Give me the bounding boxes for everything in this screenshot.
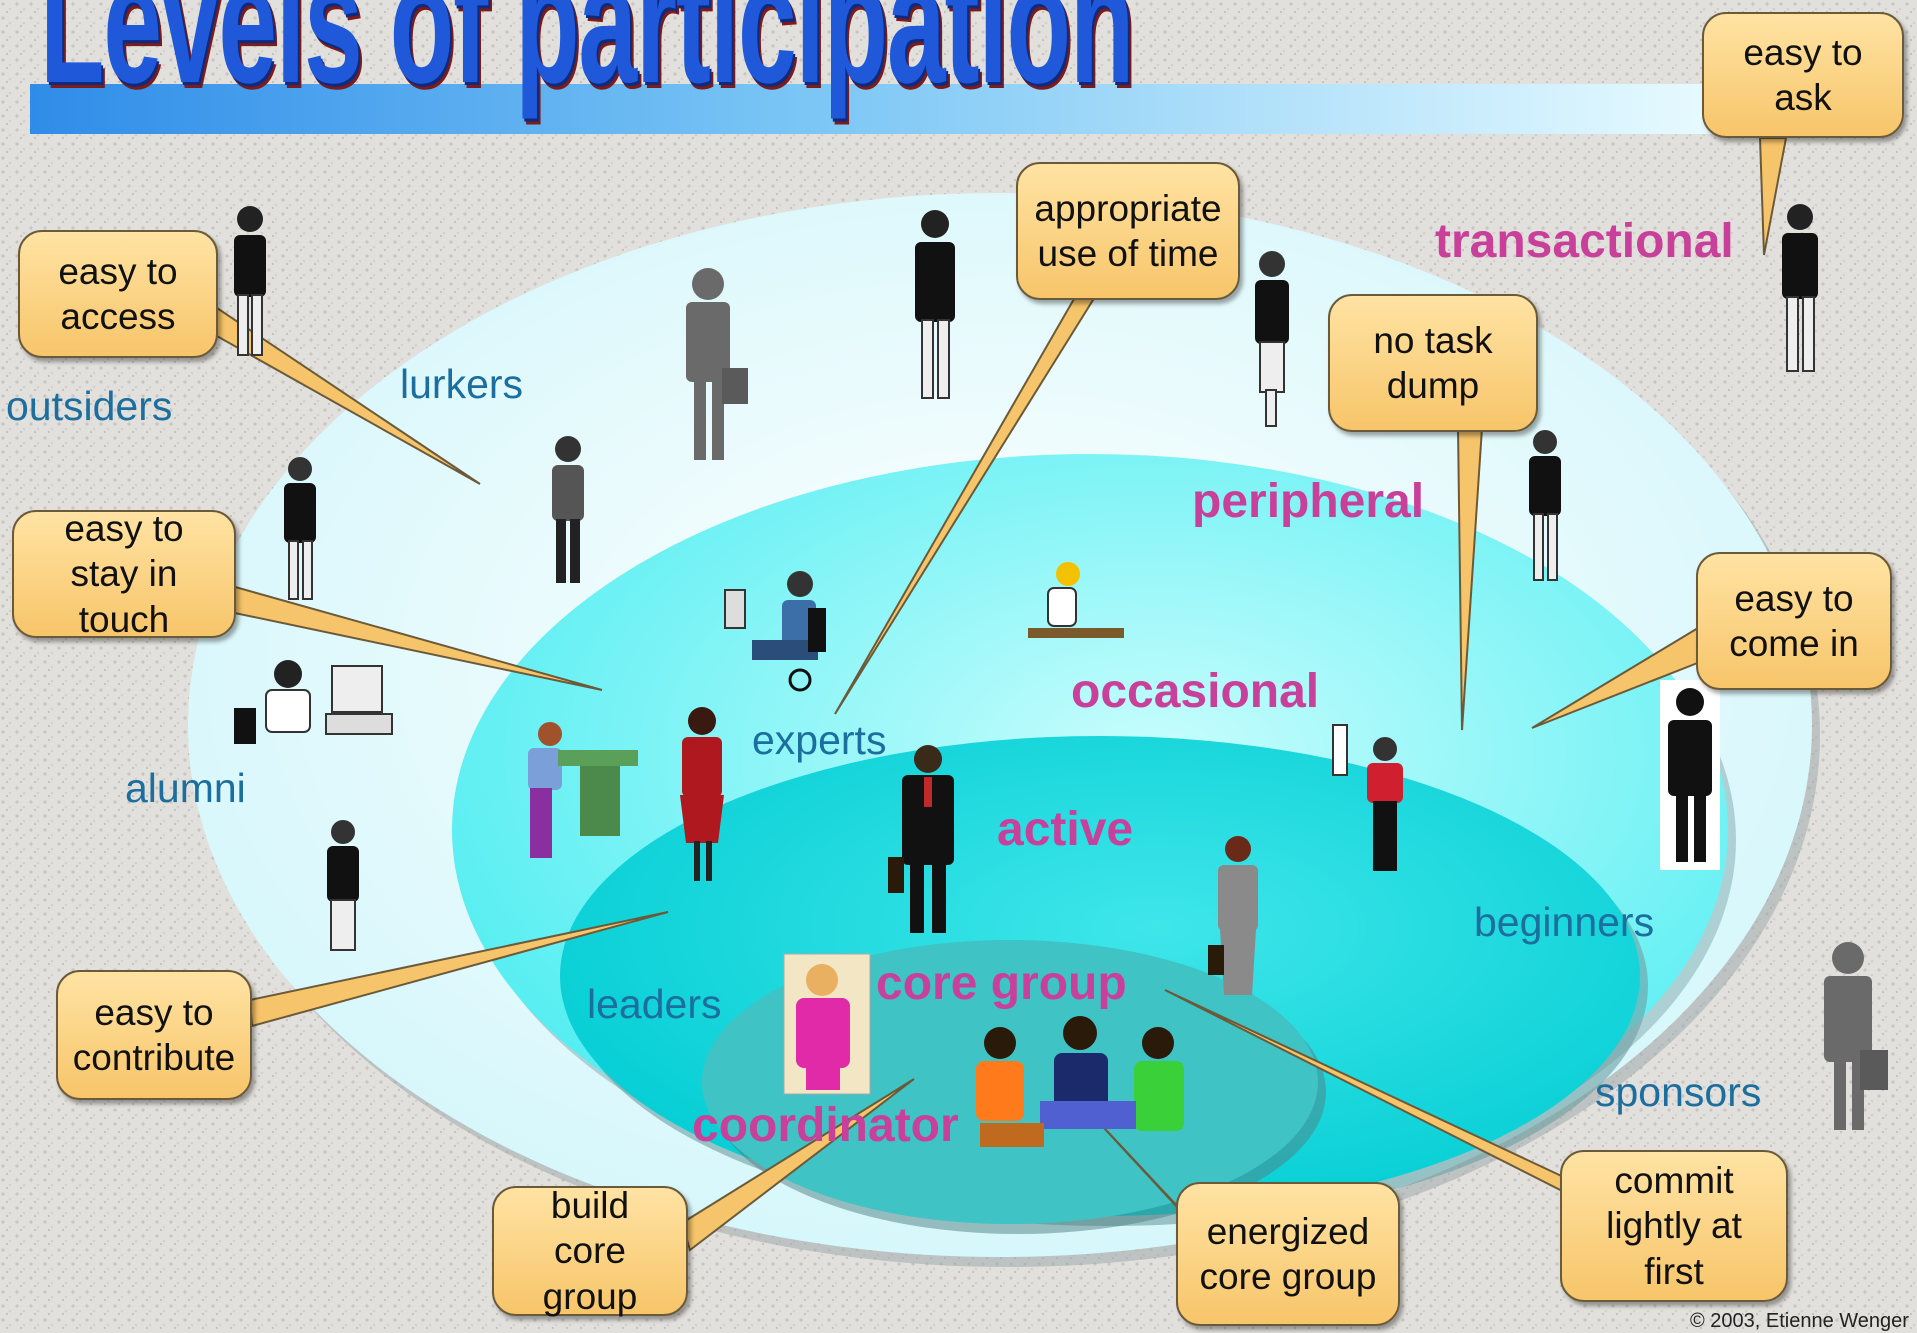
businessman-icon bbox=[888, 745, 954, 933]
ring-label-coordinator: coordinator bbox=[692, 1099, 959, 1152]
construction-worker-icon bbox=[1028, 562, 1124, 638]
callout-easy-to-ask: easy to ask bbox=[1702, 12, 1904, 138]
role-label-lurkers: lurkers bbox=[400, 361, 524, 407]
person-icon bbox=[1824, 942, 1888, 1130]
person-icon bbox=[1529, 430, 1561, 581]
callout-energized-core-group: energized core group bbox=[1176, 1182, 1400, 1326]
ring-label-transactional: transactional bbox=[1435, 215, 1734, 268]
people bbox=[234, 204, 1888, 1147]
role-label-outsiders: outsiders bbox=[6, 383, 173, 429]
page-title: Levels of participation bbox=[40, 0, 1134, 120]
woman-grey-suit-icon bbox=[1208, 836, 1258, 995]
role-label-sponsors: sponsors bbox=[1595, 1069, 1762, 1115]
person-icon bbox=[327, 820, 359, 951]
alumni-computer-icon bbox=[234, 660, 393, 744]
title-underline-bar bbox=[30, 84, 1720, 134]
callout-easy-to-access: easy to access bbox=[18, 230, 218, 358]
callout-easy-to-stay-in-touch: easy to stay in touch bbox=[12, 508, 236, 640]
ring-label-active: active bbox=[997, 803, 1134, 856]
callout-appropriate-use-of-time: appropriate use of time bbox=[1016, 162, 1240, 300]
ring-label-core-group: core group bbox=[876, 957, 1127, 1010]
coordinator-on-phone-icon bbox=[783, 953, 871, 1095]
presenter-icon bbox=[1332, 724, 1403, 871]
callout-easy-to-contribute: easy to contribute bbox=[56, 970, 252, 1100]
callout-tails bbox=[203, 137, 1788, 1252]
computer-user-icon bbox=[724, 571, 826, 692]
person-icon bbox=[686, 268, 748, 460]
person-icon bbox=[234, 206, 266, 356]
callout-commit-lightly-at-first: commit lightly at first bbox=[1560, 1150, 1788, 1302]
tail-easy-to-ask bbox=[1758, 137, 1788, 256]
person-icon bbox=[552, 436, 584, 583]
person-icon bbox=[1660, 680, 1720, 870]
copyright-credit: © 2003, Etienne Wenger bbox=[1690, 1310, 1909, 1332]
person-icon bbox=[1782, 204, 1818, 372]
woman-in-red-icon bbox=[680, 707, 724, 881]
person-at-desk-icon bbox=[528, 722, 638, 858]
ring-label-peripheral: peripheral bbox=[1192, 475, 1425, 528]
person-icon bbox=[1255, 251, 1289, 427]
role-label-beginners: beginners bbox=[1474, 899, 1655, 945]
person-icon bbox=[915, 210, 955, 399]
core-group-people-icon bbox=[976, 1016, 1184, 1147]
ring-label-occasional: occasional bbox=[1071, 665, 1320, 718]
callout-easy-to-come-in: easy to come in bbox=[1696, 552, 1892, 690]
person-icon bbox=[284, 457, 316, 600]
callout-no-task-dump: no task dump bbox=[1328, 294, 1538, 432]
role-label-alumni: alumni bbox=[125, 765, 246, 811]
role-label-experts: experts bbox=[752, 717, 887, 763]
callout-build-core-group: build core group bbox=[492, 1185, 688, 1317]
role-label-leaders: leaders bbox=[587, 981, 722, 1027]
